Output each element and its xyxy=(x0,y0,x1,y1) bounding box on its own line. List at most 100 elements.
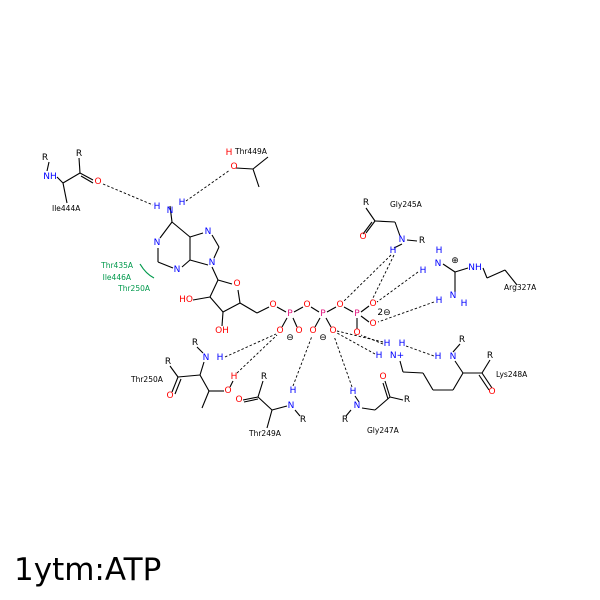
covalent-bond xyxy=(171,221,191,238)
atom-label: R xyxy=(300,415,306,425)
atom-label: N xyxy=(174,265,181,275)
atom-label: R xyxy=(192,338,198,348)
covalent-bond xyxy=(365,220,376,234)
residue-label-ile444: Ile444A xyxy=(52,204,81,213)
covalent-bond xyxy=(199,361,205,376)
atom-label: O xyxy=(369,319,376,329)
covalent-bond xyxy=(343,306,354,313)
diagram-title: 1ytm:ATP xyxy=(14,552,162,588)
covalent-bond xyxy=(452,372,464,391)
hydrophobic-residues: Thr435A Ile446A Thr250A xyxy=(100,261,151,293)
atom-label: O xyxy=(230,162,237,172)
atom-label: H xyxy=(217,353,224,363)
covalent-bond xyxy=(221,311,224,327)
hydrophobic-residue: Ile446A xyxy=(103,273,132,282)
atom-label: N xyxy=(205,227,212,237)
covalent-bond xyxy=(169,365,179,378)
hydrogen-bond xyxy=(405,345,435,357)
atom-label: R xyxy=(363,198,369,208)
covalent-bond xyxy=(345,409,352,417)
atom-label: H xyxy=(390,246,397,256)
covalent-bond xyxy=(293,306,304,313)
covalent-bond xyxy=(402,371,424,374)
atom-label: N xyxy=(399,235,406,245)
atom-label: O xyxy=(276,326,283,336)
hydrogen-bond xyxy=(185,169,231,202)
residue-label-gly245: Gly245A xyxy=(390,200,423,209)
covalent-bond xyxy=(211,234,220,248)
covalent-bond xyxy=(252,156,269,170)
hydrophobic-contact-arc xyxy=(139,263,155,279)
atom-label: O xyxy=(224,386,231,396)
residue-label-lys248: Lys248A xyxy=(496,370,528,379)
atom-label: O xyxy=(233,279,240,289)
covalent-bond xyxy=(257,396,273,411)
covalent-bond xyxy=(504,269,518,286)
atom-label: O xyxy=(353,328,360,338)
covalent-bond xyxy=(454,360,464,374)
atom-label: R xyxy=(42,153,48,163)
covalent-bond xyxy=(189,259,209,266)
covalent-bond xyxy=(294,409,301,417)
hydrogen-bond xyxy=(333,335,353,388)
covalent-bond xyxy=(252,168,260,188)
covalent-bond xyxy=(360,315,370,323)
covalent-bond xyxy=(442,263,456,273)
covalent-bond xyxy=(56,176,64,184)
covalent-bond xyxy=(171,376,179,393)
atom-label: O xyxy=(235,395,242,405)
covalent-bond xyxy=(181,259,191,268)
covalent-bond xyxy=(189,232,204,238)
covalent-bond xyxy=(62,172,81,184)
atom-label: O xyxy=(379,372,386,382)
covalent-bond xyxy=(399,360,404,373)
covalent-bond xyxy=(196,346,204,354)
covalent-bond xyxy=(257,380,264,398)
covalent-bond xyxy=(174,378,182,395)
covalent-bond xyxy=(452,343,461,353)
atom-label: H xyxy=(290,386,297,396)
covalent-bond xyxy=(229,380,234,388)
atom-label: ⊖ xyxy=(286,333,294,343)
covalent-bonds xyxy=(46,156,518,429)
covalent-bond xyxy=(159,221,173,239)
covalent-bond xyxy=(157,261,174,269)
hydrogen-bond xyxy=(336,332,376,355)
atom-label: H xyxy=(420,266,427,276)
atom-label: R xyxy=(404,395,410,405)
covalent-bond xyxy=(281,317,288,328)
atom-label: N xyxy=(354,401,361,411)
atom-label: R xyxy=(419,236,425,246)
atom-label: H xyxy=(399,339,406,349)
residue-labels: Ile444A Thr449A Gly245A Arg327A Lys248A … xyxy=(52,147,537,438)
covalent-bond xyxy=(382,382,389,400)
residue-label-thr449: Thr449A xyxy=(234,147,268,156)
covalent-bond xyxy=(199,374,210,392)
covalent-bond xyxy=(310,306,320,313)
hydrogen-bond xyxy=(236,334,278,374)
atom-label: P xyxy=(320,309,326,319)
covalent-bond xyxy=(314,317,321,328)
atom-label: NH xyxy=(468,263,482,273)
covalent-bond xyxy=(374,220,396,223)
atom-label: O xyxy=(336,300,343,310)
covalent-bond xyxy=(209,296,224,313)
hydrophobic-residue: Thr250A xyxy=(117,284,151,293)
atom-label: O xyxy=(166,391,173,401)
covalent-bond xyxy=(325,317,332,328)
atom-label: R xyxy=(261,372,267,382)
covalent-bond xyxy=(481,372,493,389)
atom-label: O xyxy=(269,300,276,310)
atom-label: O xyxy=(329,326,336,336)
hydrogen-bond xyxy=(292,335,313,387)
atom-label: R xyxy=(165,357,171,367)
atom-label: H xyxy=(179,198,186,208)
atom-label: O xyxy=(303,300,310,310)
covalent-bond xyxy=(365,207,376,222)
covalent-bond xyxy=(169,205,173,223)
covalent-bond xyxy=(237,289,241,304)
hydrogen-bond xyxy=(371,254,395,301)
covalent-bond xyxy=(266,409,273,429)
atom-label: H xyxy=(435,352,442,362)
